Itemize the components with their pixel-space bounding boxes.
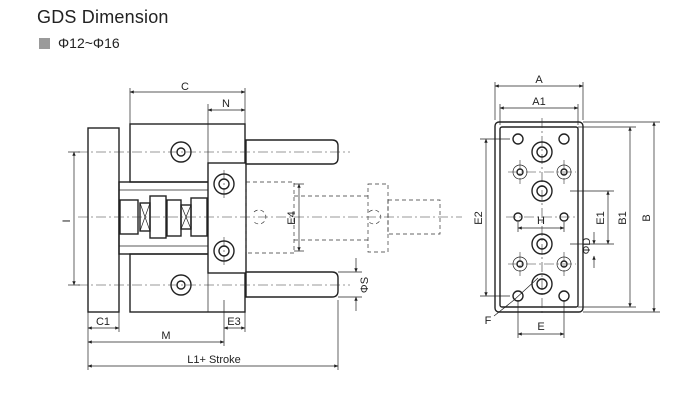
end-plate-outer (494, 121, 584, 313)
dim-label-b1: B1 (617, 211, 629, 224)
dim-label-h: H (537, 215, 545, 227)
dim-label-c1: C1 (96, 316, 110, 328)
dim-label-phi-d: ΦD (581, 238, 593, 255)
end-view: A A1 E2 H E1 ΦD B1 B (473, 74, 660, 338)
dim-label-a: A (535, 74, 543, 86)
size-range-label: Φ12~Φ16 (58, 35, 120, 51)
dim-label-f: F (485, 315, 492, 327)
gray-square-icon (39, 37, 50, 49)
page-title: GDS Dimension (37, 7, 169, 27)
dim-label-e3: E3 (227, 316, 240, 328)
counterbored-holes (531, 141, 553, 295)
dim-label-i: I (61, 219, 73, 222)
dim-label-m: M (161, 330, 170, 342)
stroke-extension (245, 181, 441, 254)
dim-label-e2: E2 (473, 211, 485, 224)
dim-label-n: N (222, 98, 230, 110)
dim-label-b: B (641, 214, 653, 221)
dim-label-e: E (537, 321, 544, 333)
dim-label-c: C (181, 81, 189, 93)
subtitle-row: Φ12~Φ16 (39, 35, 120, 51)
end-plate (87, 127, 120, 313)
end-plate-inner (499, 126, 579, 308)
threaded-holes (506, 160, 578, 276)
dim-label-a1: A1 (532, 96, 545, 108)
lower-guide-rod (245, 271, 339, 298)
dim-label-l1-stroke: L1+ Stroke (187, 354, 241, 366)
dim-label-e1: E1 (595, 211, 607, 224)
dim-label-e4: E4 (286, 211, 298, 224)
side-view: C N I E4 ΦS C1 E3 M L1+ (61, 81, 462, 370)
dim-label-phi-s: ΦS (359, 277, 371, 293)
upper-guide-rod (245, 139, 339, 165)
